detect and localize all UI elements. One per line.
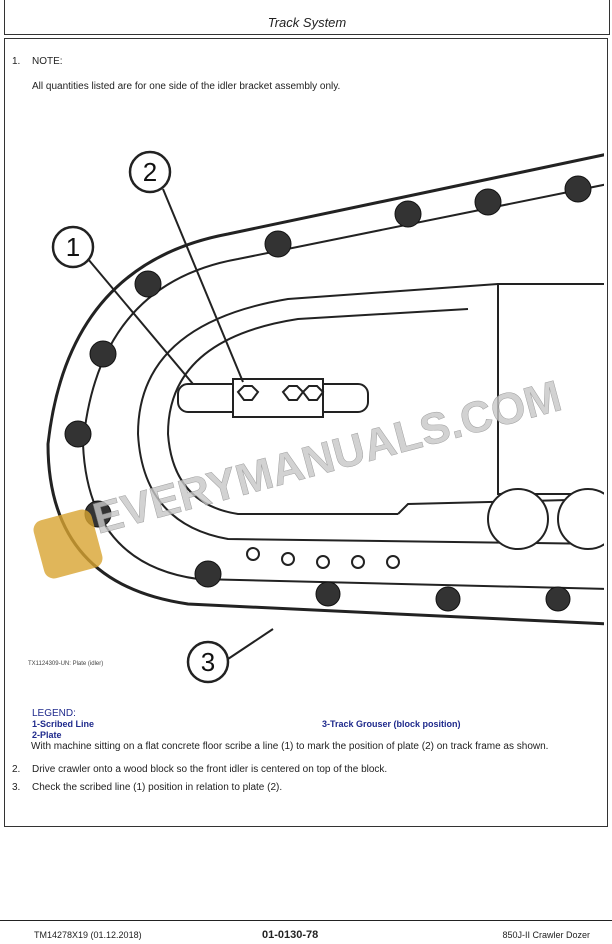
content-box (4, 38, 608, 827)
figure-caption: TX1124309-UN: Plate (idler) (28, 661, 104, 667)
legend-item-1: 1-Scribed Line (32, 719, 95, 729)
step-text: Drive crawler onto a wood block so the f… (32, 764, 388, 775)
callout-1: 1 (66, 232, 80, 262)
footer-doc-id: TM14278X19 (01.12.2018) (34, 930, 142, 940)
step-text: Check the scribed line (1) position in r… (32, 782, 283, 793)
callout-3: 3 (201, 647, 215, 677)
legend-item-3: 3-Track Grouser (block position) (322, 719, 461, 729)
footer-divider (0, 920, 612, 921)
step-number: 2. (12, 764, 21, 775)
callout-2: 2 (143, 157, 157, 187)
step-number: 1. (12, 56, 21, 67)
track-system-diagram: 1 2 3 EVERYMANUALS.COM (33, 150, 604, 684)
footer-model: 850J-II Crawler Dozer (502, 930, 590, 940)
legend-title: LEGEND: (32, 708, 76, 719)
footer-page-number: 01-0130-78 (262, 929, 319, 941)
instruction-text: With machine sitting on a flat concrete … (31, 741, 549, 752)
step-number: 3. (12, 782, 21, 793)
legend-item-2: 2-Plate (32, 730, 62, 740)
note-label: NOTE: (32, 56, 63, 67)
note-text: All quantities listed are for one side o… (32, 81, 341, 92)
section-title: Track System (267, 15, 347, 30)
page-header: Track System (4, 0, 610, 35)
